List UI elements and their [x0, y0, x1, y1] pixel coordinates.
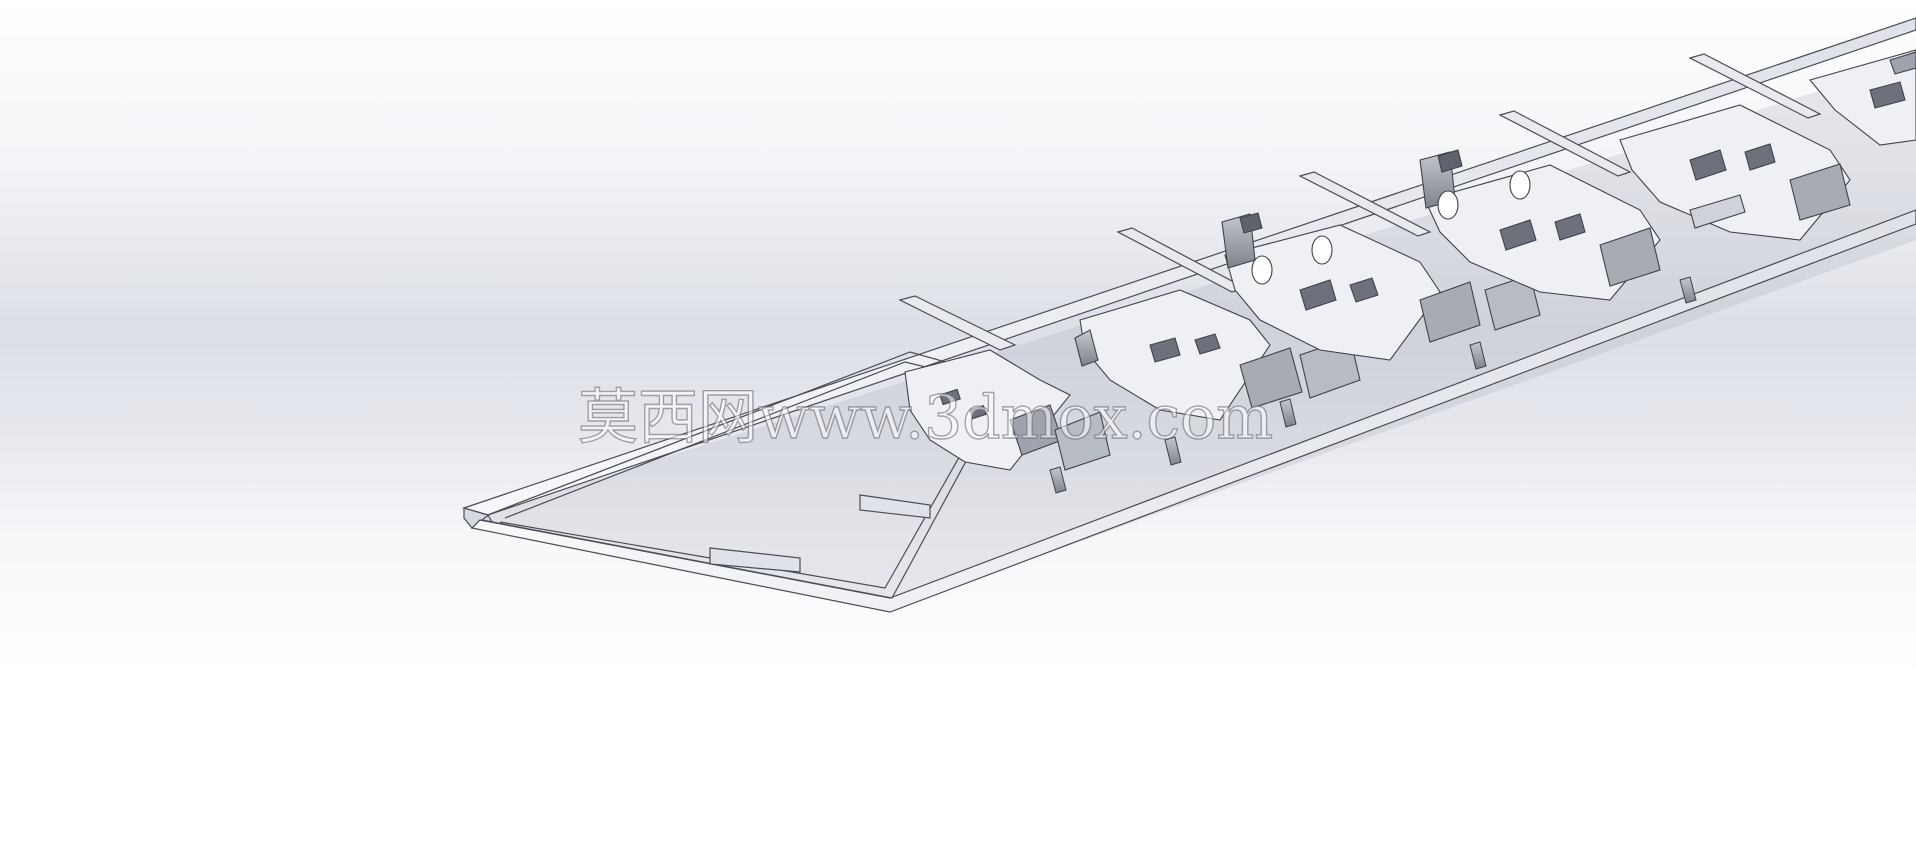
carrier-strip	[462, 17, 1916, 613]
punched-parts	[904, 49, 1916, 471]
bent-tabs	[1049, 276, 1697, 494]
